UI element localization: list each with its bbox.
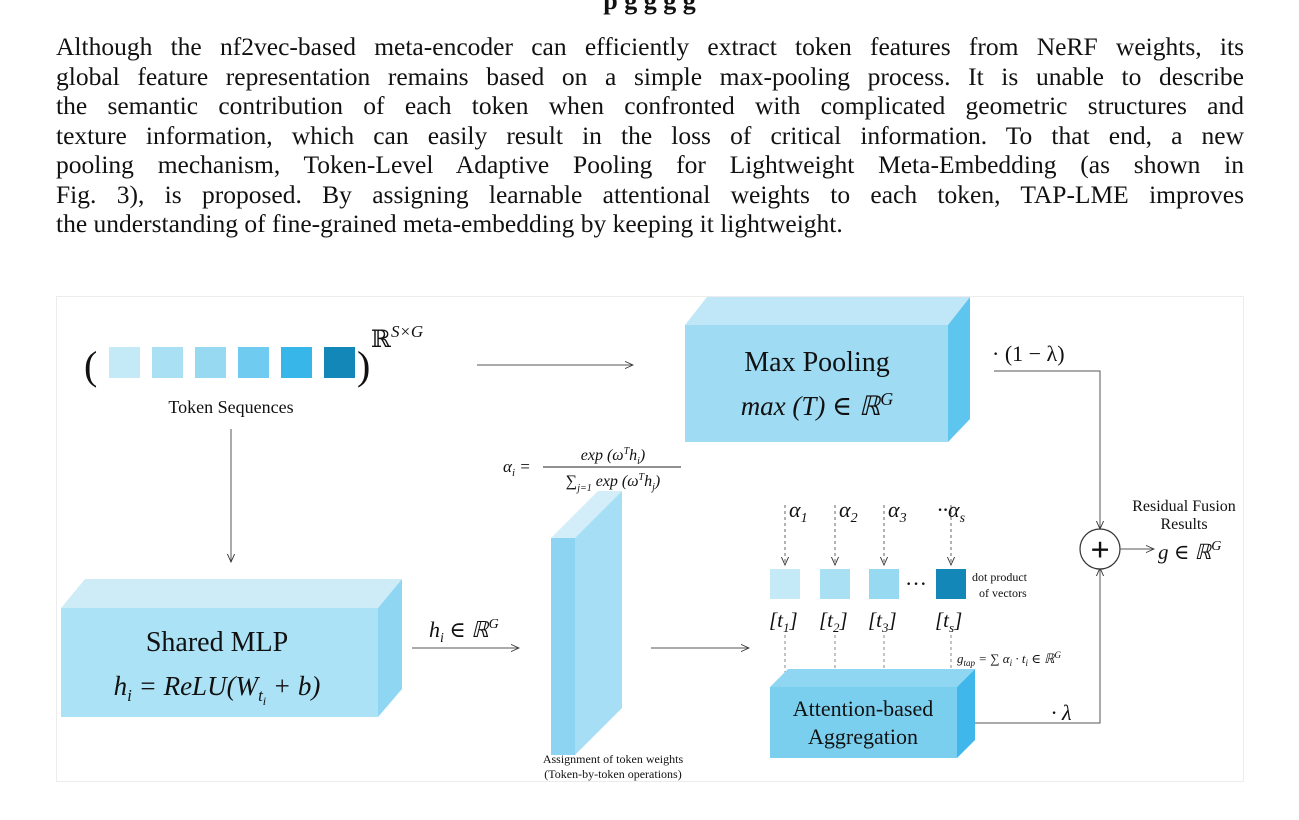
token-label: [t1] bbox=[769, 608, 798, 635]
tap-lme-diagram: ( ) ℝS×G Token Sequences Max Pooling max… bbox=[56, 296, 1244, 782]
alpha-lhs: αi = bbox=[503, 457, 531, 479]
attention-line-2: Aggregation bbox=[808, 724, 918, 749]
token-square bbox=[152, 347, 183, 378]
token-label: [t3] bbox=[868, 608, 897, 635]
token-vector-box bbox=[820, 569, 850, 599]
residual-fusion-label: Residual Fusion bbox=[1132, 498, 1236, 515]
alpha-numerator: exp (ωThi) bbox=[581, 446, 646, 467]
plus-icon: + bbox=[1090, 532, 1109, 569]
alpha-label: α2 bbox=[839, 497, 858, 526]
token-vector-box bbox=[936, 569, 966, 599]
gtap-formula: gtap = ∑ αi · ti ∈ ℝG bbox=[957, 650, 1061, 668]
open-paren: ( bbox=[84, 343, 97, 388]
paragraph-line: global feature representation remains ba… bbox=[56, 61, 1244, 91]
token-label: [ts] bbox=[935, 608, 962, 635]
close-paren: ) bbox=[357, 343, 370, 388]
shared-mlp-formula: hi = ReLU(Wti + b) bbox=[114, 671, 321, 708]
alpha-weights: α1 α2 α3 ··αs bbox=[785, 497, 966, 565]
result-formula: g ∈ ℝG bbox=[1158, 539, 1221, 564]
alpha-formula: αi = exp (ωThi) ∑j=1 exp (ωThj) bbox=[503, 446, 681, 494]
token-vector-box bbox=[869, 569, 899, 599]
max-pooling-block: Max Pooling max (T) ∈ ℝG bbox=[685, 297, 970, 442]
shared-mlp-block: Shared MLP hi = ReLU(Wti + b) bbox=[61, 579, 402, 717]
section-heading: p g g g g bbox=[603, 0, 696, 15]
one-minus-lambda-label: · (1 − λ) bbox=[992, 341, 1065, 366]
alpha-label: α1 bbox=[789, 497, 808, 526]
dot-product-label-1: dot product bbox=[972, 570, 1028, 584]
token-square bbox=[324, 347, 355, 378]
token-square bbox=[238, 347, 269, 378]
token-square bbox=[281, 347, 312, 378]
body-paragraph: Although the nf2vec-based meta-encoder c… bbox=[56, 32, 1244, 239]
arrow-maxpool-to-sum bbox=[994, 370, 1100, 529]
results-label: Results bbox=[1160, 516, 1207, 533]
residual-sum-node: + bbox=[1079, 528, 1121, 570]
paragraph-line: pooling mechanism, Token-Level Adaptive … bbox=[56, 150, 1244, 179]
dot-product-label-2: of vectors bbox=[979, 586, 1027, 600]
attention-line-1: Attention-based bbox=[793, 696, 934, 721]
alpha-label: α3 bbox=[888, 497, 907, 526]
paragraph-line: Fig. 3), is proposed. By assigning learn… bbox=[56, 179, 1244, 209]
lambda-label: · λ bbox=[1051, 700, 1072, 725]
assignment-caption-1: Assignment of token weights bbox=[543, 752, 684, 766]
token-label: [t2] bbox=[819, 608, 848, 635]
paragraph-line: the semantic contribution of each token … bbox=[56, 91, 1244, 120]
alpha-denominator: ∑j=1 exp (ωThj) bbox=[566, 472, 660, 494]
shared-mlp-title: Shared MLP bbox=[146, 627, 288, 658]
alpha-label: ··αs bbox=[937, 497, 966, 526]
paragraph-line: Although the nf2vec-based meta-encoder c… bbox=[56, 32, 1244, 61]
hi-label: hi ∈ ℝG bbox=[429, 617, 499, 646]
token-sequences-label: Token Sequences bbox=[168, 397, 293, 417]
attention-aggregation-block: Attention-based Aggregation bbox=[770, 669, 975, 758]
token-ellipsis: ··· bbox=[905, 571, 927, 596]
arrow-attention-to-sum bbox=[975, 568, 1100, 724]
paragraph-line: texture information, which can easily re… bbox=[56, 120, 1244, 150]
paragraph-line: the understanding of fine-grained meta-e… bbox=[56, 209, 843, 238]
token-vectors: ··· dot product of vectors [t1] [t2] [t3… bbox=[769, 569, 1028, 673]
token-vector-box bbox=[770, 569, 800, 599]
max-pooling-formula: max (T) ∈ ℝG bbox=[741, 389, 894, 421]
max-pooling-title: Max Pooling bbox=[744, 347, 889, 378]
token-weights-block: Assignment of token weights (Token-by-to… bbox=[543, 491, 684, 781]
token-space-label: ℝS×G bbox=[371, 322, 423, 353]
diagram-canvas: ( ) ℝS×G Token Sequences Max Pooling max… bbox=[61, 297, 1236, 781]
token-square bbox=[109, 347, 140, 378]
token-square bbox=[195, 347, 226, 378]
assignment-caption-2: (Token-by-token operations) bbox=[544, 767, 681, 781]
token-sequence: ( ) ℝS×G Token Sequences bbox=[84, 322, 423, 417]
